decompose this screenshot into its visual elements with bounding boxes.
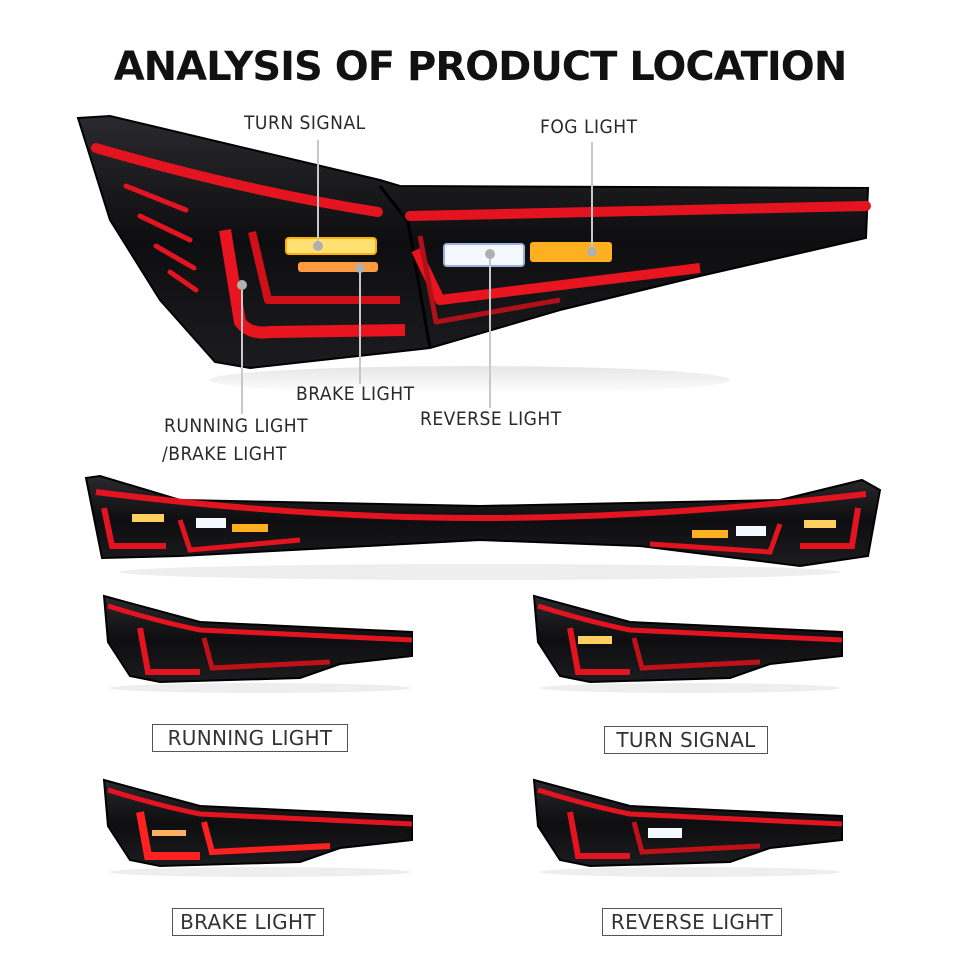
leader-lines — [241, 140, 593, 414]
label-running-light: RUNNING LIGHT — [152, 724, 348, 752]
label-turn-signal: TURN SIGNAL — [604, 726, 768, 754]
reflection — [210, 366, 730, 394]
red-light-bar-right — [405, 201, 871, 221]
brake-light-strip — [298, 262, 378, 272]
fog-lamp — [530, 242, 612, 262]
mode-turn-signal-image — [532, 594, 843, 693]
callout-turn-signal: TURN SIGNAL — [244, 112, 366, 134]
callout-brake-light: BRAKE LIGHT — [296, 383, 415, 405]
full-tail-light-assembly — [84, 474, 882, 580]
callout-fog-light: FOG LIGHT — [540, 116, 638, 138]
turn-signal-lamp — [286, 238, 376, 254]
label-reverse-light: REVERSE LIGHT — [602, 908, 782, 936]
reverse-lamp — [443, 243, 525, 267]
callout-reverse-light: REVERSE LIGHT — [420, 408, 562, 430]
leader-dots — [237, 241, 597, 290]
callout-running-light: RUNNING LIGHT — [164, 415, 309, 437]
red-light-bar-left — [91, 143, 383, 217]
side-running-vents — [123, 183, 199, 293]
brake-l-inner — [248, 231, 400, 304]
red-light-inner-right — [417, 235, 561, 325]
label-brake-light: BRAKE LIGHT — [172, 908, 324, 936]
mode-running-light-image — [102, 594, 413, 693]
housing-split — [378, 185, 432, 349]
page-title: ANALYSIS OF PRODUCT LOCATION — [113, 44, 848, 90]
callout-running-brake: /BRAKE LIGHT — [162, 443, 287, 465]
housing — [76, 114, 870, 370]
mode-brake-light-image — [102, 778, 413, 877]
running-brake-l-left — [219, 229, 406, 339]
mode-reverse-light-image — [532, 778, 843, 877]
